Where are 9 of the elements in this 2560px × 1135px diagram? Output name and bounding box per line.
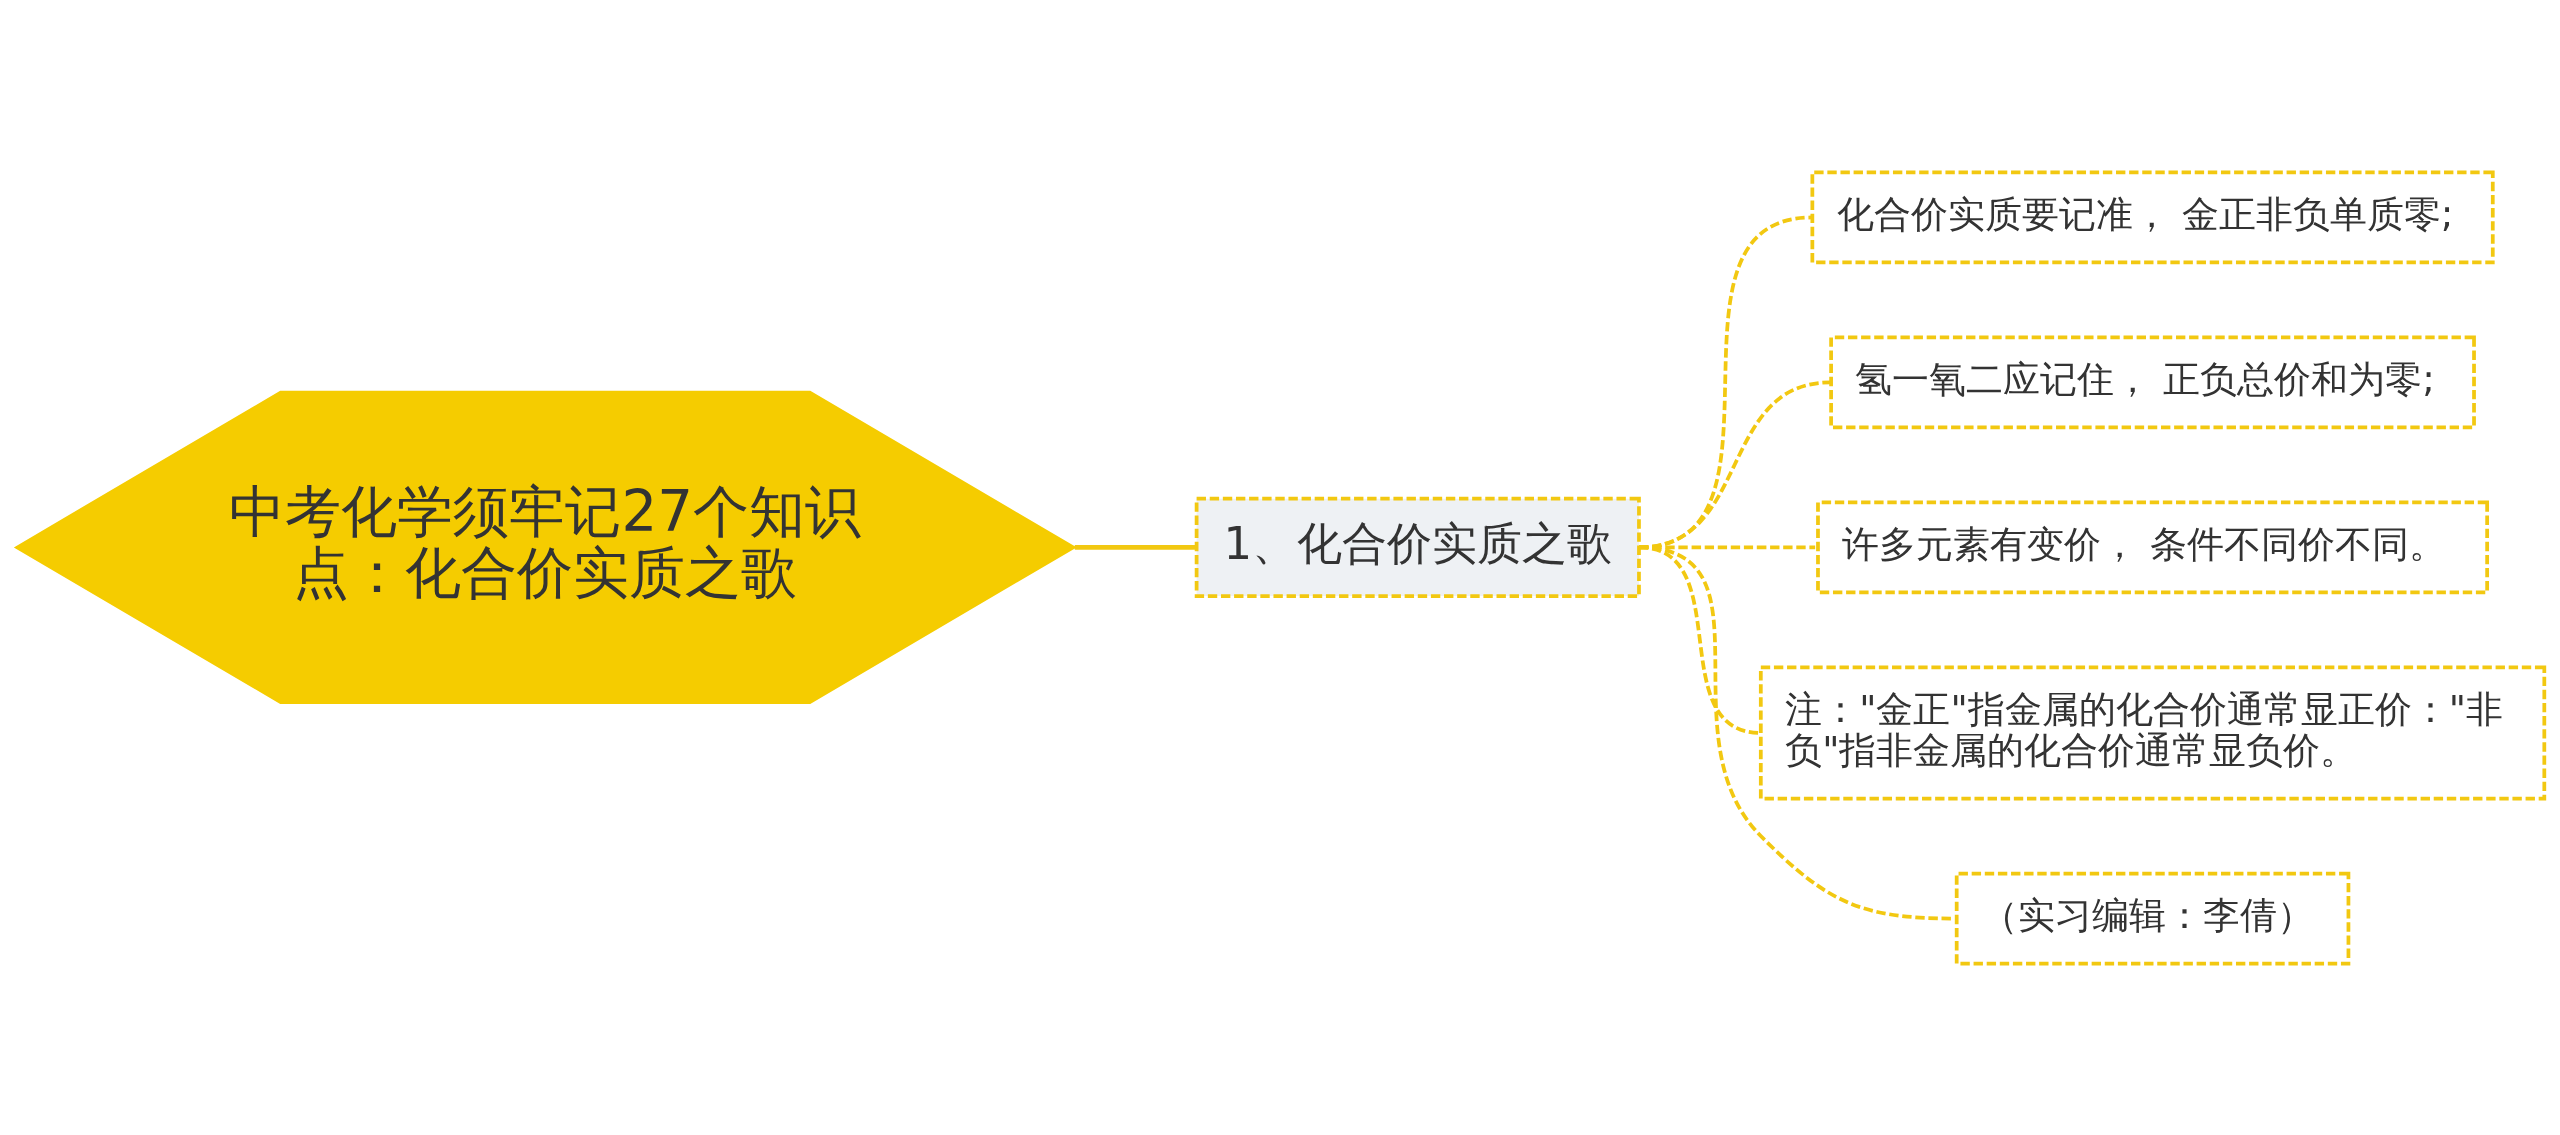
connector: [1074, 544, 1197, 550]
node-box: 1、化合价实质之歌: [1194, 496, 1641, 598]
connector: [1638, 545, 1954, 920]
node-box: （实习编辑：李倩）: [1954, 871, 2351, 965]
node-box: 化合价实质要记准， 金正非负单质零;: [1810, 170, 2495, 264]
node-box: 氢一氧二应记住， 正负总价和为零;: [1829, 335, 2476, 429]
connector: [1638, 380, 1831, 549]
node-box: 许多元素有变价， 条件不同价不同。: [1816, 500, 2489, 594]
node-box: 注："金正"指金属的化合价通常显正价："非负"指非金属的化合价通常显负价。: [1758, 664, 2547, 800]
